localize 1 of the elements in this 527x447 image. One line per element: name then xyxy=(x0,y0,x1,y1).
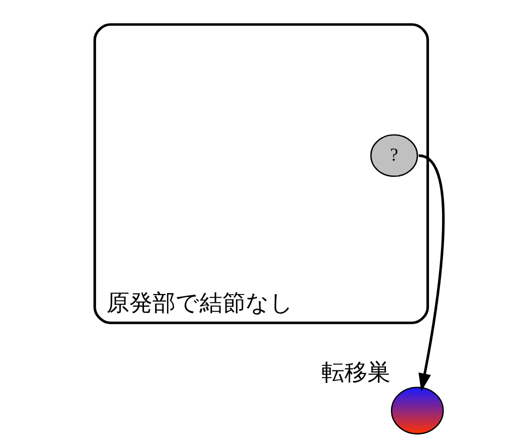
node-label: 転移巣 xyxy=(321,358,390,386)
